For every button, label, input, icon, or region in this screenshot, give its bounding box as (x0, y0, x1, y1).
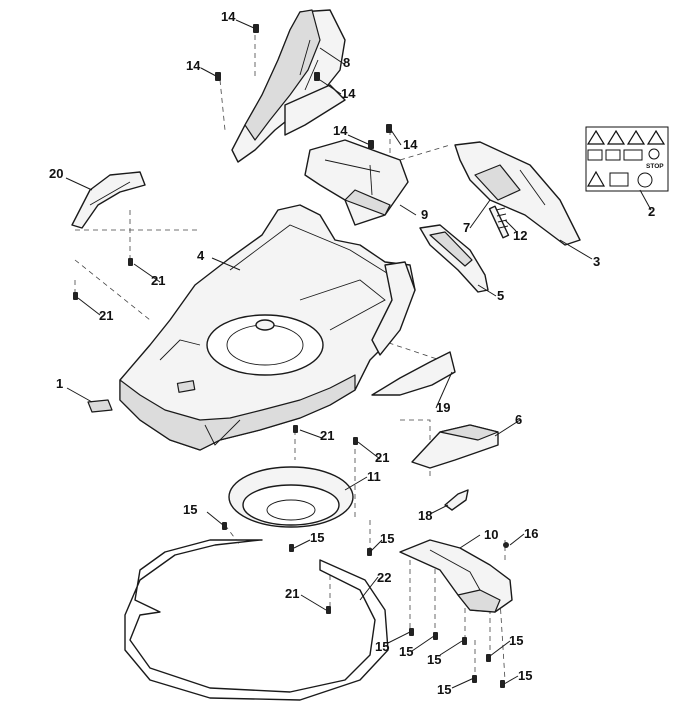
callout-15: 15 (427, 652, 441, 667)
rear-flap-part-3 (454, 141, 581, 246)
deflector-plate-part-6 (411, 424, 499, 469)
callout-10: 10 (484, 527, 498, 542)
screws (73, 24, 509, 688)
callout-14: 14 (403, 137, 418, 152)
cover-part-9 (304, 139, 409, 226)
callout-6: 6 (515, 412, 522, 427)
warning-label-part-2: STOP (585, 126, 669, 192)
callout-21: 21 (320, 428, 334, 443)
callout-9: 9 (421, 207, 428, 222)
callout-14: 14 (221, 9, 236, 24)
bracket-part-10 (399, 539, 513, 613)
callout-14: 14 (333, 123, 348, 138)
callout-15: 15 (310, 530, 324, 545)
callout-11: 11 (367, 469, 381, 484)
callout-15: 15 (437, 682, 451, 697)
callout-15: 15 (399, 644, 413, 659)
callout-7: 7 (463, 220, 470, 235)
blade-ring-part-11 (228, 466, 354, 528)
callout-numbers: 14 14 8 14 14 14 20 4 21 21 1 2 3 12 7 5… (49, 9, 655, 697)
callout-20: 20 (49, 166, 63, 181)
callout-15: 15 (518, 668, 532, 683)
callout-21: 21 (151, 273, 165, 288)
callout-8: 8 (343, 55, 350, 70)
callout-15: 15 (380, 531, 394, 546)
mower-housing-part-4 (119, 204, 416, 451)
callout-18: 18 (418, 508, 432, 523)
side-strip-part-19 (371, 351, 456, 396)
callout-21: 21 (285, 586, 299, 601)
callout-22: 22 (377, 570, 391, 585)
callout-15: 15 (375, 639, 389, 654)
callout-14: 14 (341, 86, 356, 101)
callout-12: 12 (513, 228, 527, 243)
callout-2: 2 (648, 204, 655, 219)
callout-16: 16 (524, 526, 538, 541)
callout-21: 21 (99, 308, 113, 323)
callout-4: 4 (197, 248, 205, 263)
callout-5: 5 (497, 288, 504, 303)
rod-and-spring-parts-7-12 (469, 199, 510, 239)
stop-text: STOP (646, 163, 664, 170)
side-deflector-part-5 (419, 224, 489, 293)
label-part-1 (87, 399, 113, 413)
front-strip-part-20 (71, 171, 146, 229)
callout-14: 14 (186, 58, 201, 73)
callout-21: 21 (375, 450, 389, 465)
callout-3: 3 (593, 254, 600, 269)
callout-15: 15 (183, 502, 197, 517)
clip-part-18 (444, 489, 469, 511)
leader-lines (65, 19, 652, 689)
callout-15: 15 (509, 633, 523, 648)
handle-bracket-part-8 (231, 9, 346, 163)
callout-19: 19 (436, 400, 450, 415)
assembly-dashed-lines (74, 35, 506, 681)
callout-1: 1 (56, 376, 63, 391)
skirt-part-22 (124, 539, 389, 701)
